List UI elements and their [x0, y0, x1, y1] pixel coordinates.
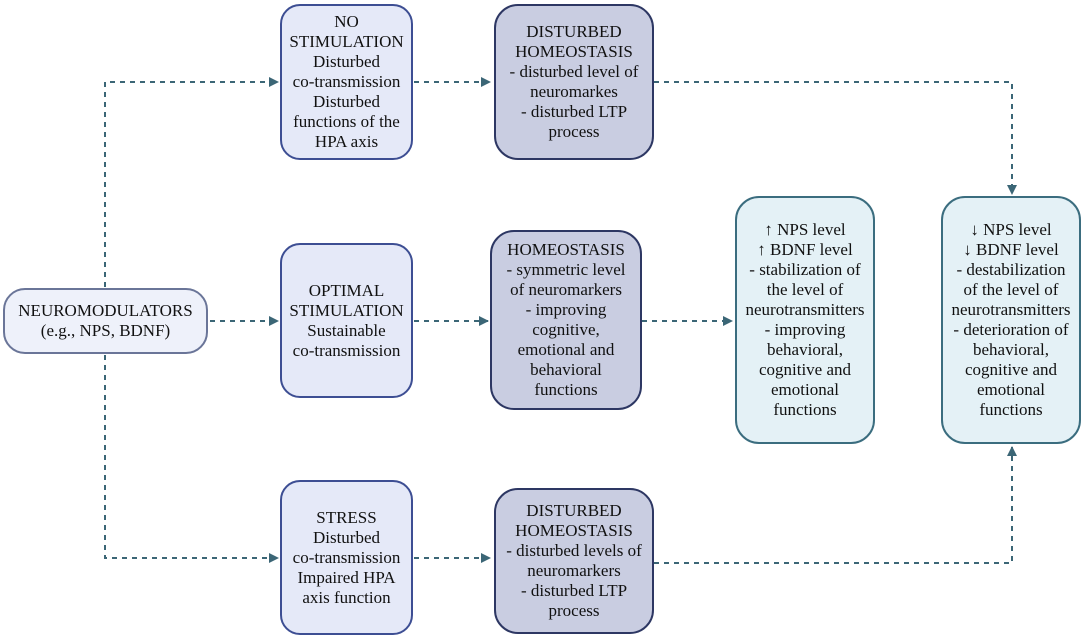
text-line: - destabilization — [956, 260, 1066, 279]
text-line: DISTURBED — [526, 22, 622, 41]
text-line: STRESS — [316, 507, 377, 527]
text-line: ↓ BDNF level — [963, 240, 1059, 259]
text-line: Sustainable — [307, 320, 386, 340]
text-line: - deterioration of — [953, 320, 1069, 339]
text-line: ↑ NPS level — [764, 220, 846, 239]
text-line: the level of — [766, 280, 844, 299]
text-line: Disturbed — [312, 527, 381, 547]
connector-bottom-to-negative-outcome — [654, 446, 1017, 564]
positive-outcome-box: ↑ NPS level↑ BDNF level- stabilization o… — [735, 196, 875, 444]
text-line: - improving — [525, 300, 607, 319]
text-line: neuromarkes — [530, 82, 618, 101]
text-line: co-transmission — [292, 340, 401, 360]
text-line: cognitive and — [758, 360, 852, 379]
text-line: - disturbed LTP — [520, 102, 628, 121]
text-line: Disturbed — [312, 52, 381, 71]
text-line: functions — [773, 400, 837, 419]
text-line: functions — [534, 380, 598, 399]
text-line: Disturbed — [312, 92, 381, 111]
text-line: neurotransmitters — [745, 300, 865, 319]
text-line: HOMEOSTASIS — [515, 42, 633, 61]
text-line: Impaired HPA — [297, 567, 396, 587]
text-line: functions — [979, 400, 1043, 419]
text-line: HPA axis — [314, 132, 379, 151]
text-line: neurotransmitters — [951, 300, 1071, 319]
text-line: process — [548, 122, 600, 141]
text-line: HOMEOSTASIS — [507, 240, 625, 259]
text-line: co-transmission — [292, 547, 401, 567]
text-line: behavioral, — [973, 340, 1049, 359]
text-line: - symmetric level — [506, 260, 626, 279]
text-line: axis function — [302, 587, 391, 607]
text-line: ↑ BDNF level — [757, 240, 853, 259]
text-line: behavioral, — [767, 340, 843, 359]
text-line: of the level of — [963, 280, 1059, 299]
text-line: cognitive and — [964, 360, 1058, 379]
text-line: cognitive, — [532, 320, 600, 339]
text-line: - stabilization of — [749, 260, 861, 279]
text-line: functions of the — [293, 112, 400, 131]
text-line: - improving — [764, 320, 846, 339]
text-line: emotional and — [517, 340, 615, 359]
text-line: emotional — [771, 380, 839, 399]
text-line: ↓ NPS level — [970, 220, 1052, 239]
connector-to-no-stimulation — [104, 77, 279, 287]
text-line: - disturbed LTP — [520, 581, 628, 600]
connector-to-stress — [104, 355, 279, 563]
connector-top-to-negative-outcome — [654, 81, 1017, 195]
text-line: STIMULATION — [289, 32, 404, 51]
text-line: - disturbed level of — [509, 62, 639, 81]
text-line: NO — [334, 12, 359, 31]
text-line: emotional — [977, 380, 1045, 399]
text-line: process — [548, 601, 600, 620]
negative-outcome-box: ↓ NPS level↓ BDNF level- destabilization… — [941, 196, 1081, 444]
text-line: DISTURBED — [526, 501, 622, 520]
text-line: of neuromarkers — [510, 280, 622, 299]
text-line: - disturbed levels of — [506, 541, 642, 560]
positive-outcome-text: ↑ NPS level↑ BDNF level- stabilization o… — [746, 220, 865, 420]
text-line: NEUROMODULATORS — [18, 301, 193, 320]
text-line: HOMEOSTASIS — [515, 521, 633, 540]
negative-outcome-text: ↓ NPS level↓ BDNF level- destabilization… — [952, 220, 1071, 420]
neuromodulators-box: NEUROMODULATORS(e.g., NPS, BDNF) — [3, 288, 208, 354]
text-line: co-transmission — [292, 72, 401, 91]
text-line: STIMULATION — [289, 300, 404, 320]
text-line: behavioral — [530, 360, 602, 379]
text-line: (e.g., NPS, BDNF) — [40, 321, 171, 340]
text-line: OPTIMAL — [308, 280, 385, 300]
neuromodulators-text: NEUROMODULATORS(e.g., NPS, BDNF) — [18, 301, 192, 341]
text-line: neuromarkers — [527, 561, 621, 580]
